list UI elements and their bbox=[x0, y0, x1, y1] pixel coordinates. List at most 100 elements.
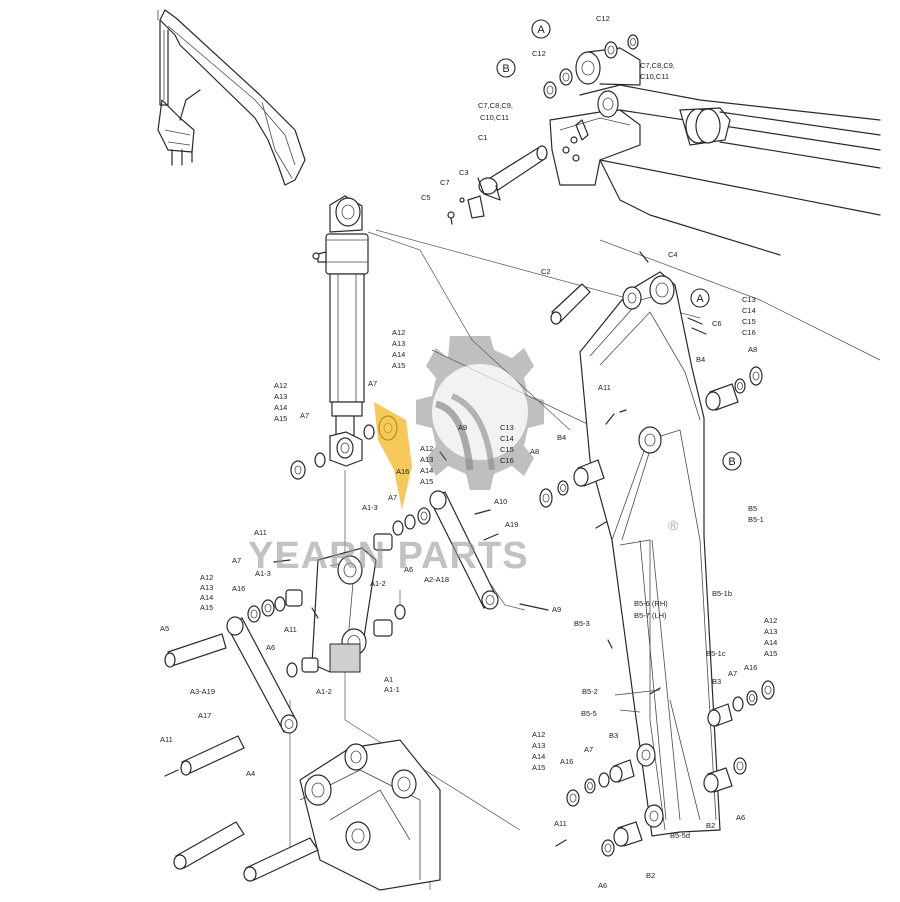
part-label: A14 bbox=[274, 403, 287, 412]
callout-a: A bbox=[531, 19, 551, 39]
part-label: B5-5 bbox=[581, 709, 597, 718]
callout-letter: A bbox=[696, 293, 704, 305]
part-label: A1-1 bbox=[384, 685, 400, 694]
part-label: A3-A19 bbox=[190, 687, 215, 696]
bucket bbox=[299, 739, 441, 891]
part-label: B5-1c bbox=[706, 649, 726, 658]
part-label: C7,C8,C9, bbox=[640, 61, 675, 70]
part-label: A16 bbox=[232, 584, 245, 593]
part-label: A16 bbox=[744, 663, 757, 672]
part-label: C16 bbox=[500, 456, 514, 465]
part-label: A15 bbox=[392, 361, 405, 370]
registered-mark: ® bbox=[668, 517, 679, 533]
part-label: C10,C11 bbox=[480, 113, 509, 122]
part-label: A7 bbox=[368, 379, 377, 388]
part-label: A13 bbox=[200, 583, 213, 592]
part-label: C4 bbox=[668, 250, 678, 259]
part-label: A13 bbox=[274, 392, 287, 401]
part-label: A9 bbox=[552, 605, 561, 614]
leaf-icon bbox=[374, 402, 412, 510]
part-label: B4 bbox=[696, 355, 705, 364]
part-label: C5 bbox=[421, 193, 431, 202]
part-label: C7,C8,C9, bbox=[478, 101, 513, 110]
part-label: A7 bbox=[388, 493, 397, 502]
part-label: A1-3 bbox=[362, 503, 378, 512]
part-label: A12 bbox=[764, 616, 777, 625]
part-label: A12 bbox=[420, 444, 433, 453]
part-label: A15 bbox=[532, 763, 545, 772]
part-label: A14 bbox=[532, 752, 545, 761]
part-label: A14 bbox=[764, 638, 777, 647]
part-label: A1-3 bbox=[255, 569, 271, 578]
part-label: A15 bbox=[274, 414, 287, 423]
machine-thumbnail bbox=[157, 9, 306, 186]
part-label: A6 bbox=[736, 813, 745, 822]
part-label: C10,C11 bbox=[640, 72, 669, 81]
part-label: C12 bbox=[532, 49, 546, 58]
part-label: B5-1 bbox=[748, 515, 764, 524]
part-label: B5-2 bbox=[582, 687, 598, 696]
part-label: A16 bbox=[560, 757, 573, 766]
part-label: C6 bbox=[712, 319, 722, 328]
part-label: C16 bbox=[742, 328, 756, 337]
part-label: A19 bbox=[505, 520, 518, 529]
callout-b: B bbox=[496, 58, 516, 78]
part-label: C12 bbox=[596, 14, 610, 23]
part-label: A11 bbox=[554, 819, 567, 828]
part-label: A8 bbox=[530, 447, 539, 456]
part-label: A5 bbox=[160, 624, 169, 633]
part-label: A8 bbox=[748, 345, 757, 354]
callout-letter: A bbox=[537, 24, 545, 36]
part-label: A12 bbox=[200, 573, 213, 582]
part-label: B3 bbox=[712, 677, 721, 686]
callout-circle bbox=[496, 58, 516, 78]
callout-circle bbox=[690, 288, 710, 308]
watermark-brand: YEARN PARTS bbox=[248, 535, 529, 577]
pins bbox=[164, 283, 591, 882]
bucket-links bbox=[226, 490, 499, 734]
part-label: A7 bbox=[232, 556, 241, 565]
part-label: B5-1b bbox=[712, 589, 732, 598]
part-label: C7 bbox=[440, 178, 450, 187]
callout-circle bbox=[531, 19, 551, 39]
part-label: C14 bbox=[742, 306, 756, 315]
part-label: A14 bbox=[420, 466, 433, 475]
part-label: C13 bbox=[500, 423, 514, 432]
part-label: A1 bbox=[384, 675, 393, 684]
bushings-and-washers bbox=[164, 251, 775, 857]
part-labels: C12C12C7,C8,C9,C10,C11C7,C8,C9,C10,C11C1… bbox=[160, 14, 777, 890]
part-label: A4 bbox=[246, 769, 255, 778]
callout-a: A bbox=[690, 288, 710, 308]
part-label: A13 bbox=[764, 627, 777, 636]
part-label: A12 bbox=[532, 730, 545, 739]
part-label: A13 bbox=[392, 339, 405, 348]
part-label: B5 bbox=[748, 504, 757, 513]
part-label: B2 bbox=[706, 821, 715, 830]
part-label: A6 bbox=[404, 565, 413, 574]
part-label: A11 bbox=[284, 625, 297, 634]
part-label: A7 bbox=[728, 669, 737, 678]
part-label: A11 bbox=[254, 528, 267, 537]
part-label: A1-2 bbox=[316, 687, 332, 696]
callout-b: B bbox=[722, 451, 742, 471]
part-label: A11 bbox=[598, 383, 611, 392]
part-label: C14 bbox=[500, 434, 514, 443]
part-label: A17 bbox=[198, 711, 211, 720]
part-label: B5-5d bbox=[670, 831, 690, 840]
part-label: A15 bbox=[764, 649, 777, 658]
part-label: C13 bbox=[742, 295, 756, 304]
arm-structure bbox=[579, 271, 721, 837]
callout-letter: B bbox=[502, 63, 509, 75]
bucket-cylinder bbox=[312, 195, 369, 467]
callout-circle bbox=[722, 451, 742, 471]
part-label: A12 bbox=[274, 381, 287, 390]
part-label: A11 bbox=[160, 735, 173, 744]
part-label: A10 bbox=[494, 497, 507, 506]
boom-section bbox=[447, 34, 881, 256]
part-label: B3 bbox=[609, 731, 618, 740]
part-label: B5-3 bbox=[574, 619, 590, 628]
part-label: C3 bbox=[459, 168, 469, 177]
part-label: B5-6 (RH) bbox=[634, 599, 668, 608]
part-label: C15 bbox=[742, 317, 756, 326]
